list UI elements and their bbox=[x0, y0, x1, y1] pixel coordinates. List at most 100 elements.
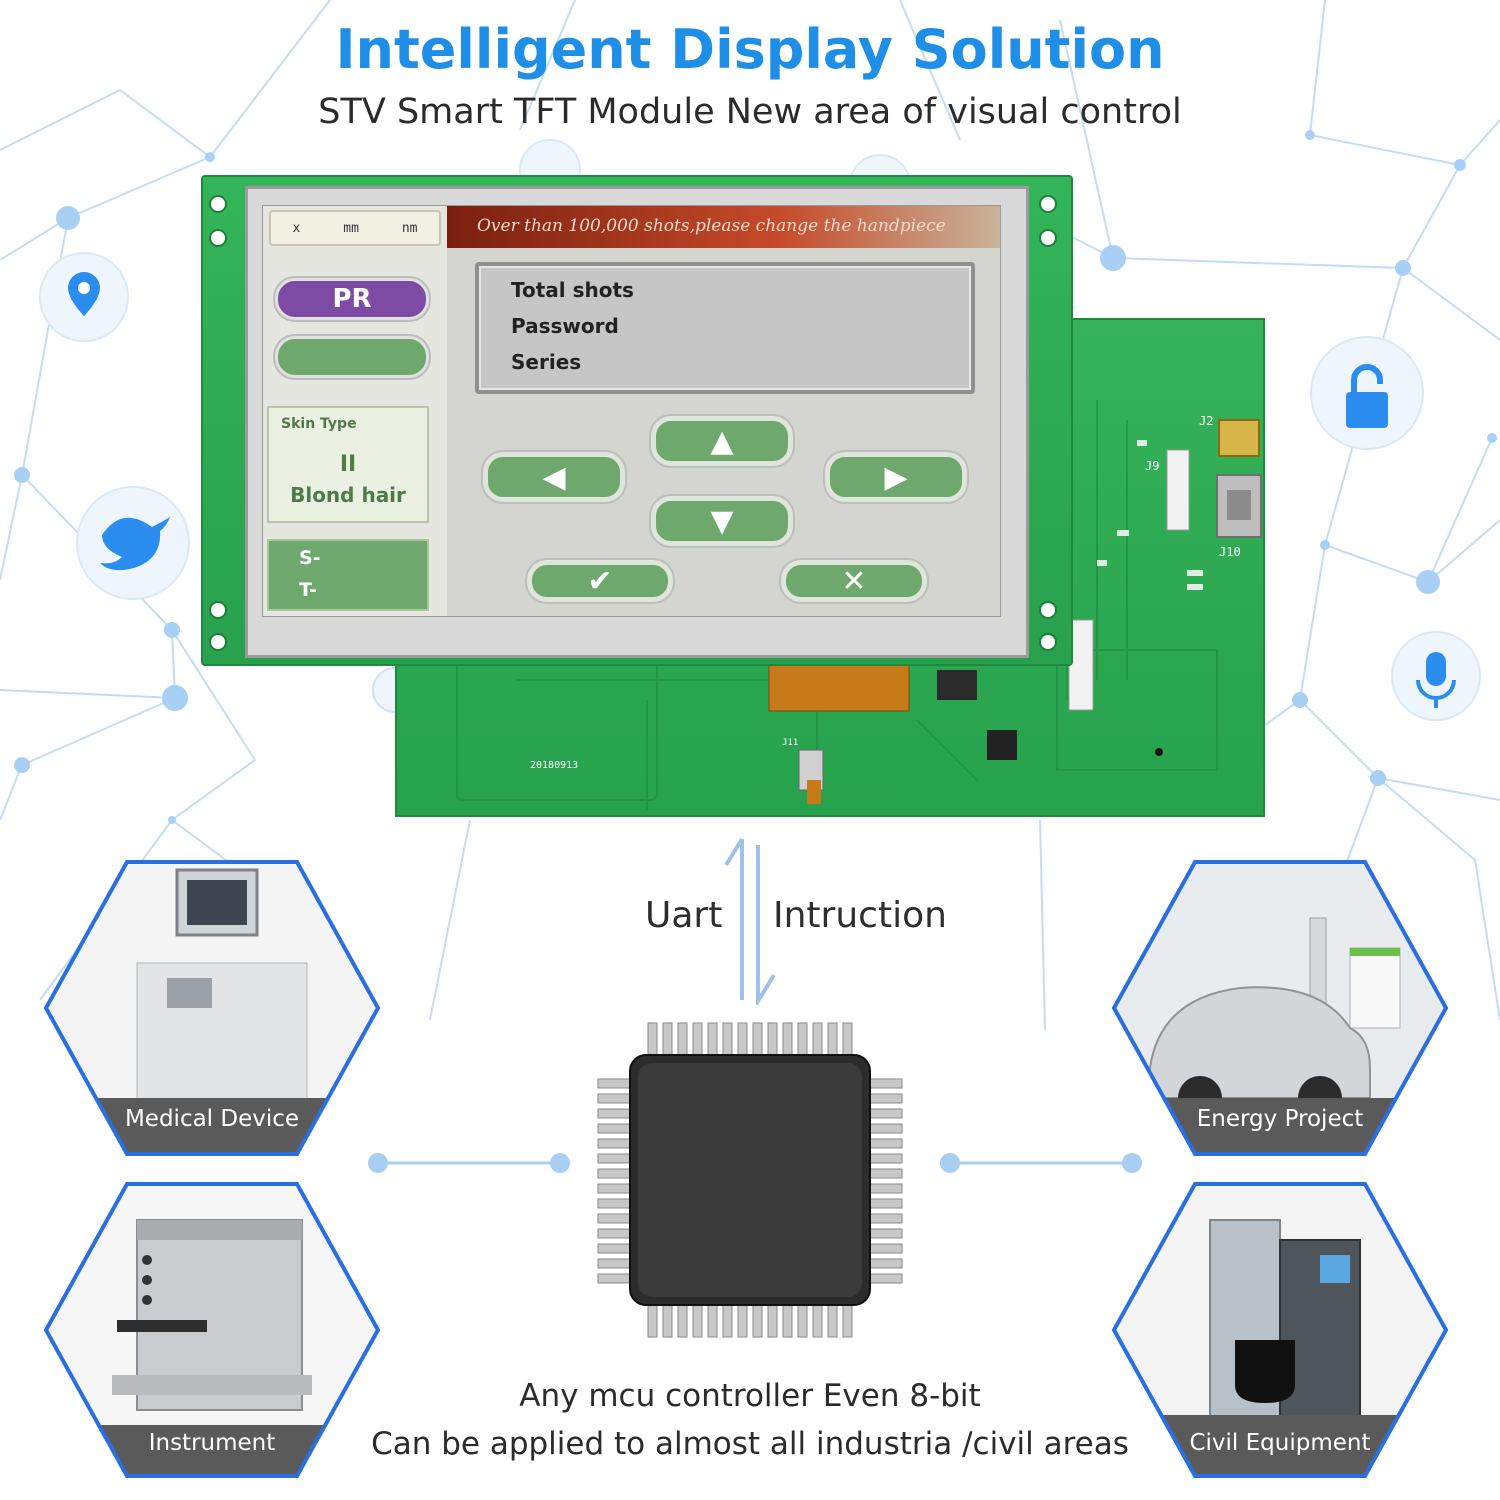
chip-pin bbox=[797, 1022, 808, 1058]
chip-pin bbox=[597, 1093, 633, 1104]
chip-pin bbox=[867, 1168, 903, 1179]
chip-pin bbox=[867, 1273, 903, 1284]
chip-pin bbox=[827, 1302, 838, 1338]
chip-pin bbox=[782, 1302, 793, 1338]
cancel-button[interactable]: ✕ bbox=[781, 560, 927, 602]
chip-pin bbox=[867, 1183, 903, 1194]
mini-usb-port bbox=[1218, 419, 1260, 457]
chip-pin bbox=[767, 1302, 778, 1338]
chip-pin bbox=[647, 1302, 658, 1338]
s-t-box[interactable]: S- T- bbox=[267, 539, 429, 611]
chip-pin bbox=[677, 1022, 688, 1058]
chip-pin bbox=[867, 1228, 903, 1239]
mount-hole bbox=[209, 633, 227, 651]
chip-pin bbox=[597, 1078, 633, 1089]
chip-pin bbox=[867, 1213, 903, 1224]
page-subtitle: STV Smart TFT Module New area of visual … bbox=[318, 92, 1182, 132]
up-button[interactable]: ▲ bbox=[651, 416, 793, 466]
usb-port bbox=[1216, 474, 1262, 538]
mount-hole bbox=[209, 601, 227, 619]
hex-label-medical: Medical Device bbox=[124, 1106, 300, 1132]
mount-hole bbox=[1039, 601, 1057, 619]
chip-pin bbox=[597, 1273, 633, 1284]
chip-pin bbox=[867, 1258, 903, 1269]
chip-pin bbox=[597, 1168, 633, 1179]
hex-label-energy: Energy Project bbox=[1196, 1106, 1364, 1132]
left-button[interactable]: ◀ bbox=[483, 452, 625, 502]
chip-pin bbox=[842, 1022, 853, 1058]
chip-pin bbox=[867, 1108, 903, 1119]
chip-pin bbox=[867, 1093, 903, 1104]
chip-pin bbox=[597, 1228, 633, 1239]
right-connector bbox=[940, 1153, 1142, 1173]
lock-icon bbox=[1310, 336, 1424, 450]
chip-pin bbox=[662, 1022, 673, 1058]
warning-banner-text: Over than 100,000 shots,please change th… bbox=[477, 216, 946, 236]
microphone-icon bbox=[1391, 631, 1481, 721]
mount-hole bbox=[209, 195, 227, 213]
hex-frame bbox=[1111, 860, 1449, 1156]
arrow-up-icon bbox=[724, 837, 744, 1000]
bird-icon bbox=[76, 486, 190, 600]
mount-hole bbox=[1039, 633, 1057, 651]
t-label: T- bbox=[299, 579, 318, 601]
skin-hair-value: Blond hair bbox=[290, 483, 406, 507]
chip-pin bbox=[867, 1138, 903, 1149]
pcb-label-j9: J9 bbox=[1145, 459, 1159, 473]
pcb-traces: J2 J9 J10 J11 20180913 bbox=[456, 400, 1262, 810]
chip-pin bbox=[707, 1022, 718, 1058]
warning-banner: Over than 100,000 shots,please change th… bbox=[447, 206, 1000, 248]
hex-label-civil: Civil Equipment bbox=[1189, 1430, 1371, 1456]
lcd-screen: Over than 100,000 shots,please change th… bbox=[262, 205, 1001, 617]
s-label: S- bbox=[299, 547, 321, 569]
right-button[interactable]: ▶ bbox=[825, 452, 967, 502]
down-button[interactable]: ▼ bbox=[651, 496, 793, 546]
hex-frame bbox=[43, 860, 381, 1156]
chip-pin bbox=[867, 1153, 903, 1164]
pcb-label-j10: J10 bbox=[1219, 545, 1241, 559]
skin-type-box[interactable]: Skin Type II Blond hair bbox=[267, 406, 429, 523]
chip-pin bbox=[767, 1022, 778, 1058]
hex-civil-equipment[interactable]: Civil Equipment bbox=[1110, 1180, 1450, 1480]
unit-mm[interactable]: mm bbox=[343, 220, 359, 236]
chip-pin bbox=[797, 1302, 808, 1338]
left-connector bbox=[368, 1153, 570, 1173]
intruction-label: Intruction bbox=[773, 895, 947, 936]
chip-pin bbox=[692, 1302, 703, 1338]
chip-pin bbox=[597, 1198, 633, 1209]
hex-medical-device[interactable]: Medical Device bbox=[42, 858, 382, 1158]
mount-hole bbox=[1039, 195, 1057, 213]
footer-line-2: Can be applied to almost all industria /… bbox=[371, 1426, 1129, 1462]
mount-hole bbox=[209, 229, 227, 247]
chip-pin bbox=[752, 1302, 763, 1338]
confirm-button[interactable]: ✔ bbox=[527, 560, 673, 602]
unit-selector[interactable]: x mm nm bbox=[269, 210, 441, 246]
location-icon bbox=[39, 252, 129, 342]
chip-pin bbox=[597, 1153, 633, 1164]
green-button[interactable] bbox=[275, 336, 429, 378]
chip-pin bbox=[737, 1022, 748, 1058]
mount-hole bbox=[1039, 229, 1057, 247]
info-panel: Total shots Password Series bbox=[475, 262, 975, 394]
chip-pin bbox=[597, 1213, 633, 1224]
hex-instrument[interactable]: Instrument bbox=[42, 1180, 382, 1480]
hex-label-instrument: Instrument bbox=[148, 1430, 276, 1456]
chip-pin bbox=[867, 1078, 903, 1089]
pr-button[interactable]: PR bbox=[275, 278, 429, 320]
chip-pin bbox=[662, 1302, 673, 1338]
car-icon bbox=[1149, 986, 1371, 1099]
info-series: Series bbox=[511, 350, 582, 374]
pcb-label-j2: J2 bbox=[1199, 414, 1213, 428]
uart-label: Uart bbox=[645, 895, 723, 936]
chip-pin bbox=[867, 1123, 903, 1134]
chip-pin bbox=[707, 1302, 718, 1338]
chip-pin bbox=[722, 1302, 733, 1338]
pcb-label-j11: J11 bbox=[782, 738, 798, 748]
unit-nm[interactable]: nm bbox=[401, 220, 418, 236]
chip-pin bbox=[597, 1258, 633, 1269]
footer-line-1: Any mcu controller Even 8-bit bbox=[519, 1378, 981, 1414]
chip-pin bbox=[597, 1108, 633, 1119]
arrow-down-icon bbox=[756, 845, 776, 1005]
unit-x[interactable]: x bbox=[292, 220, 301, 236]
hex-energy-project[interactable]: Energy Project bbox=[1110, 858, 1450, 1158]
